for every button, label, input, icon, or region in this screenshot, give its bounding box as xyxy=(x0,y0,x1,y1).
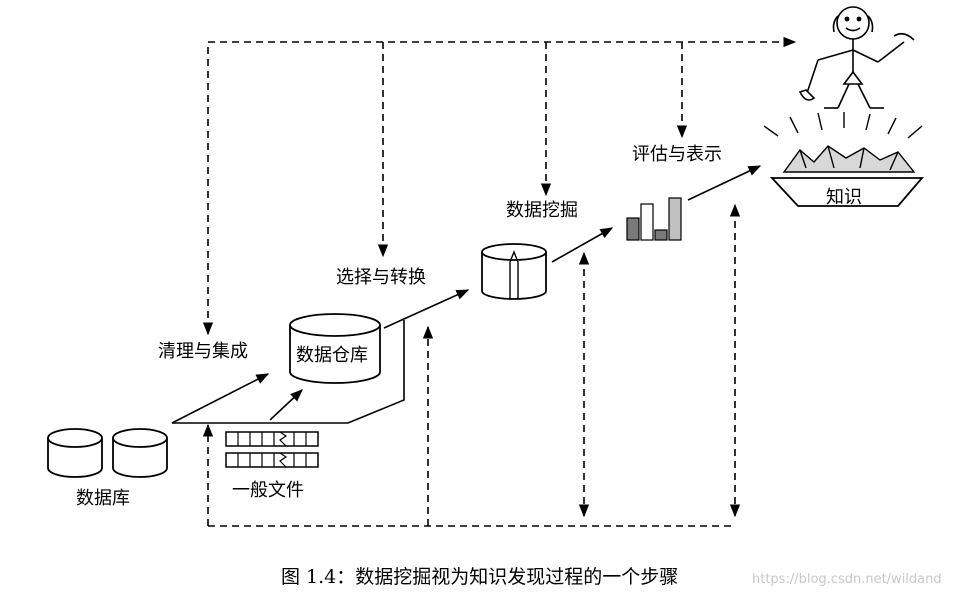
flow-to-warehouse-arrow xyxy=(171,373,270,424)
flat-file-icon xyxy=(225,431,319,468)
knowledge-gems-icon xyxy=(763,112,924,207)
warehouse-label: 数据仓库 xyxy=(296,345,368,366)
flow-to-knowledge-arrow xyxy=(687,165,762,201)
feedback-bottom-lines xyxy=(202,203,741,527)
process-flow-lines xyxy=(171,165,762,424)
warehouse-icon xyxy=(289,313,381,384)
database-cylinder-2 xyxy=(112,428,168,478)
knowledge-label: 知识 xyxy=(826,187,862,208)
figure-caption: 图 1.4：数据挖掘视为知识发现过程的一个步骤 xyxy=(281,566,678,588)
flow-to-mining-arrow xyxy=(383,289,470,329)
flow-base-line xyxy=(172,320,405,424)
database-label: 数据库 xyxy=(76,488,130,509)
person-icon xyxy=(798,6,915,109)
watermark-text: https://blog.csdn.net/wildand xyxy=(752,572,942,587)
flat-file-label: 一般文件 xyxy=(232,480,304,501)
cleaning-label: 清理与集成 xyxy=(158,341,248,362)
task-data-icon xyxy=(481,243,547,300)
flow-to-patterns-arrow xyxy=(551,227,614,263)
database-cylinder-1 xyxy=(47,428,103,478)
feedback-top-lines xyxy=(202,36,797,336)
selection-label: 选择与转换 xyxy=(336,267,426,288)
mining-label: 数据挖掘 xyxy=(506,200,578,221)
database-icon xyxy=(47,428,168,478)
patterns-bar-chart-icon xyxy=(626,197,682,241)
evaluation-label: 评估与表示 xyxy=(632,144,722,165)
shine-lines xyxy=(763,112,923,139)
flow-file-to-warehouse-arrow xyxy=(269,389,303,421)
feedback-to-person-arrow xyxy=(207,36,797,330)
